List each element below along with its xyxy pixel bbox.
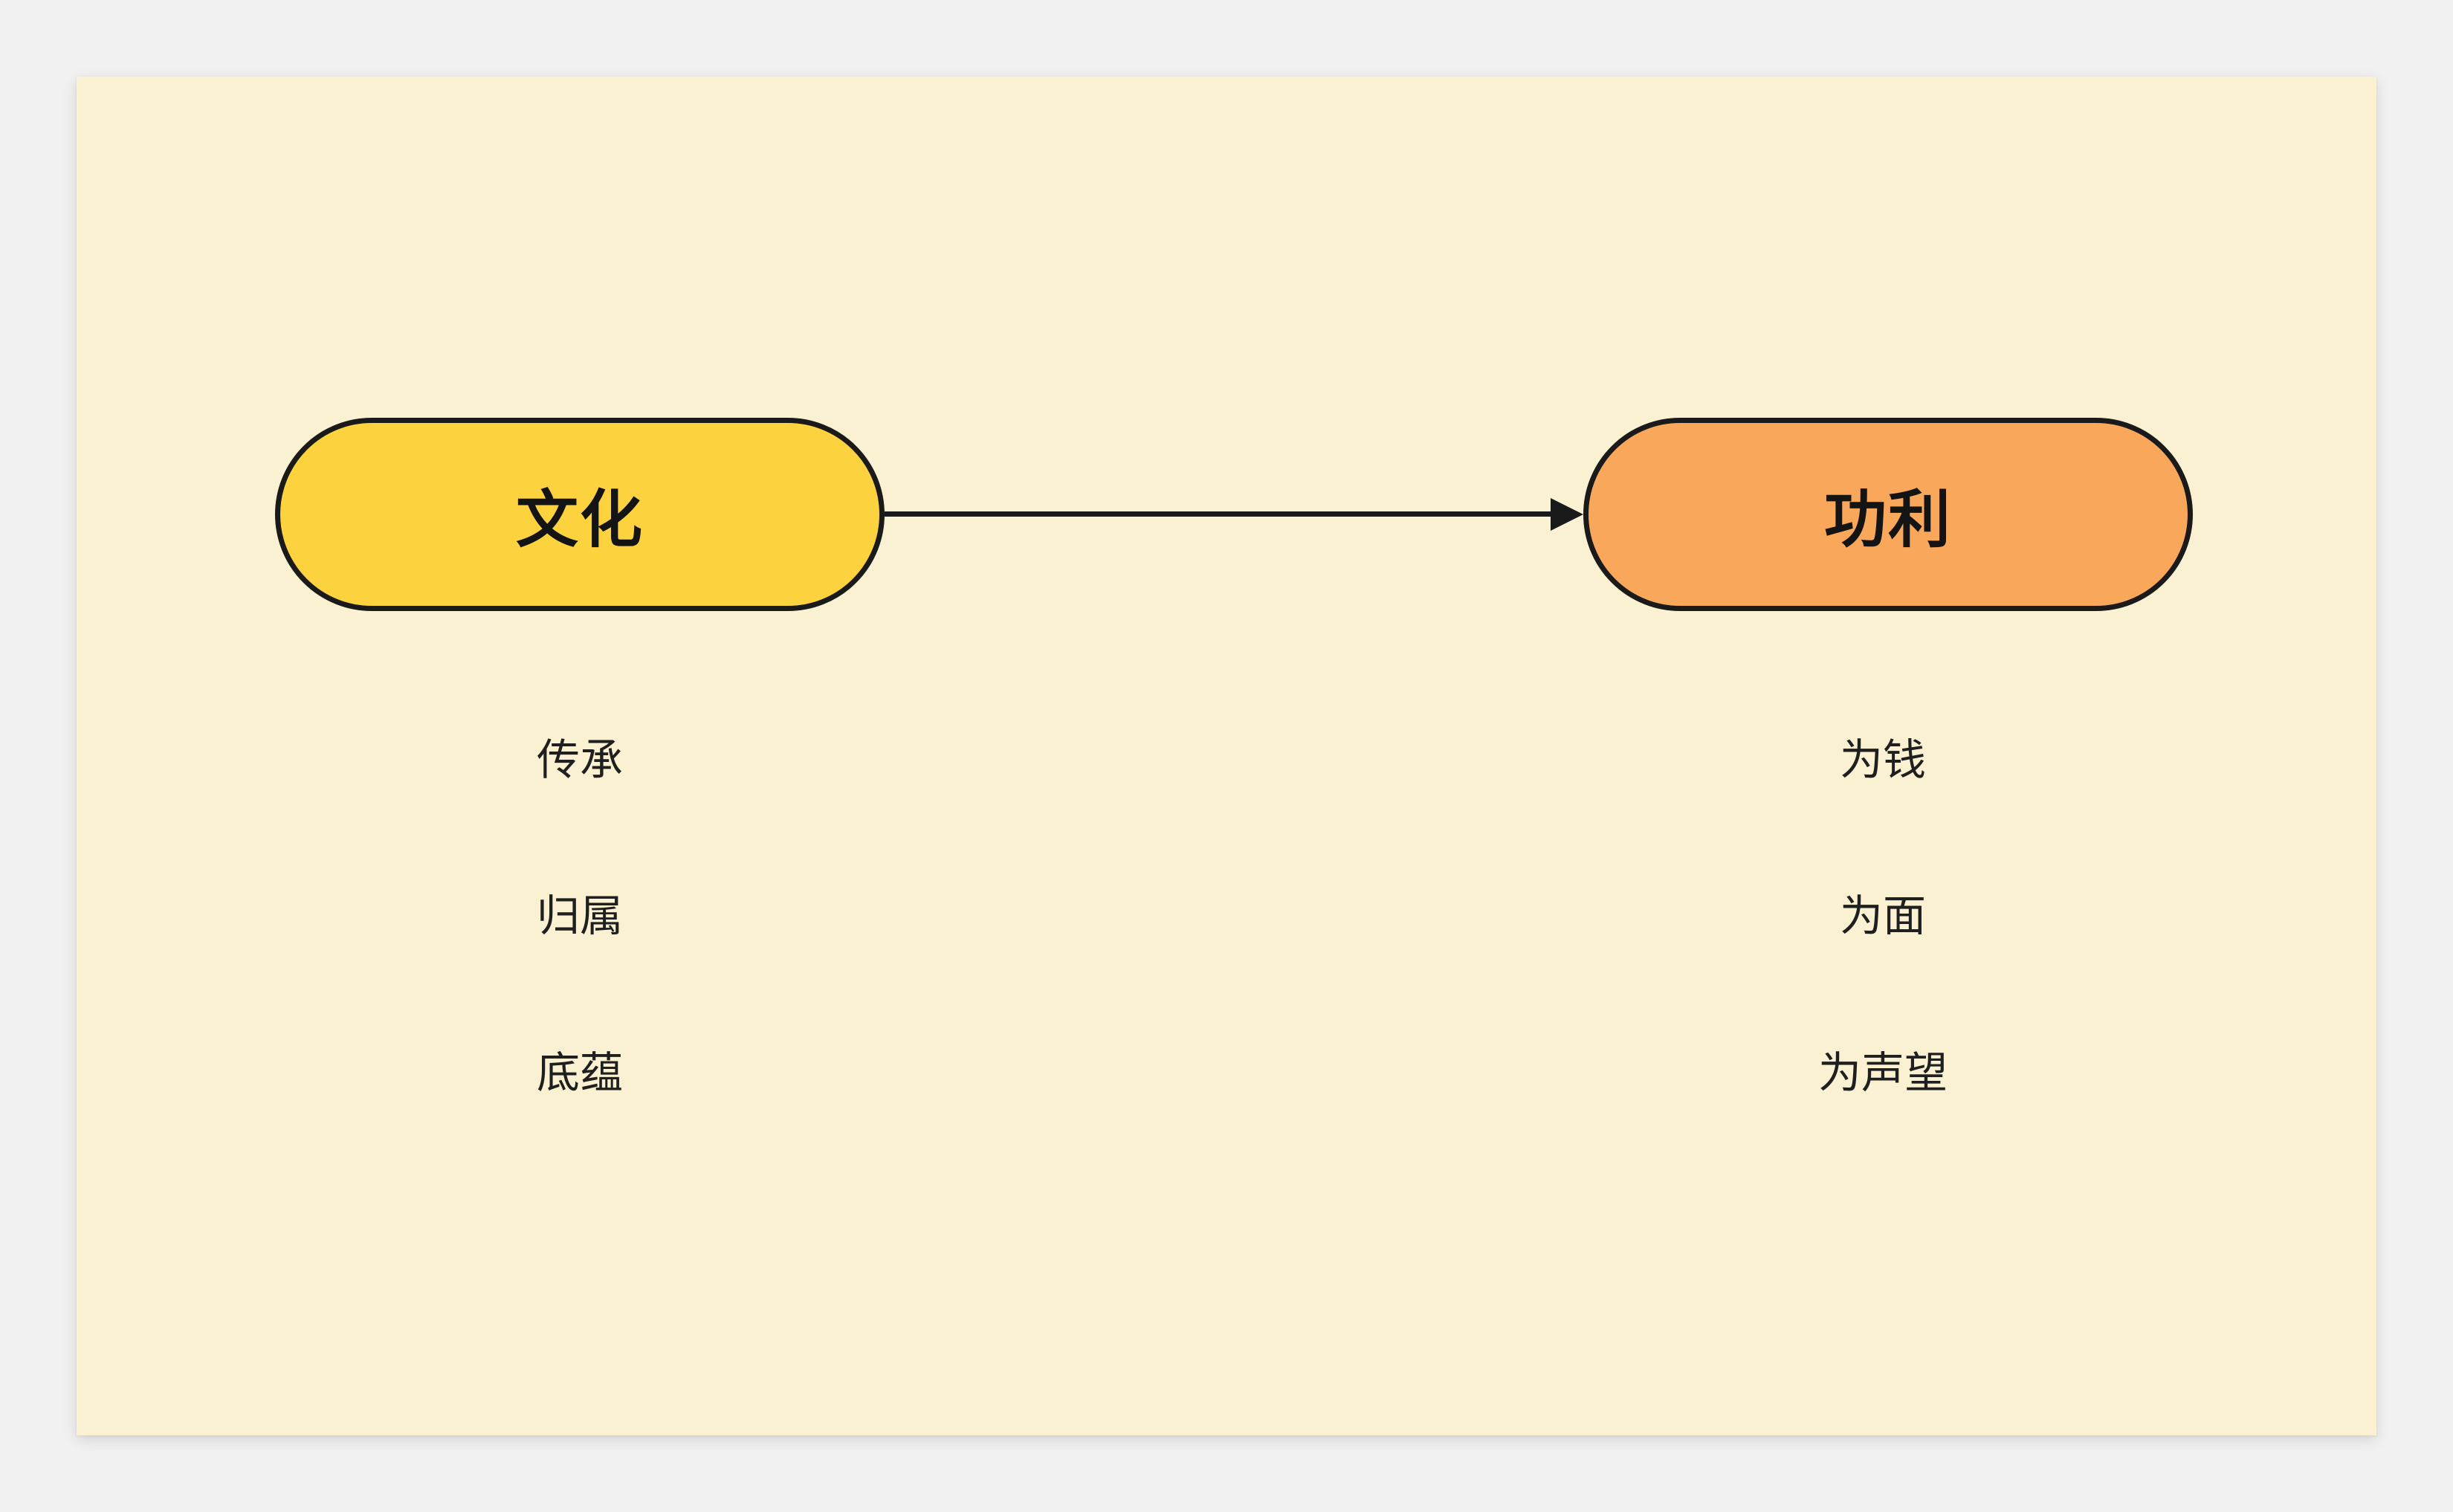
arrowhead-icon	[1551, 498, 1583, 531]
culture-point-3[interactable]: 底蕴	[536, 1049, 623, 1097]
connector-line	[885, 511, 1555, 517]
diagram-panel: 文化 功利 传承 归属 底蕴 为钱 为面 为声望	[77, 77, 2376, 1435]
utility-point-3[interactable]: 为声望	[1817, 1049, 1948, 1097]
connector-edge[interactable]	[885, 498, 1583, 531]
utility-point-2[interactable]: 为面	[1839, 892, 1926, 940]
culture-point-2[interactable]: 归属	[536, 892, 623, 940]
node-utility-label: 功利	[1823, 484, 1952, 555]
node-culture[interactable]: 文化	[275, 418, 885, 611]
utility-point-1[interactable]: 为钱	[1839, 736, 1926, 784]
culture-point-1[interactable]: 传承	[536, 736, 623, 784]
node-utility[interactable]: 功利	[1583, 418, 2193, 611]
node-culture-label: 文化	[515, 484, 644, 555]
